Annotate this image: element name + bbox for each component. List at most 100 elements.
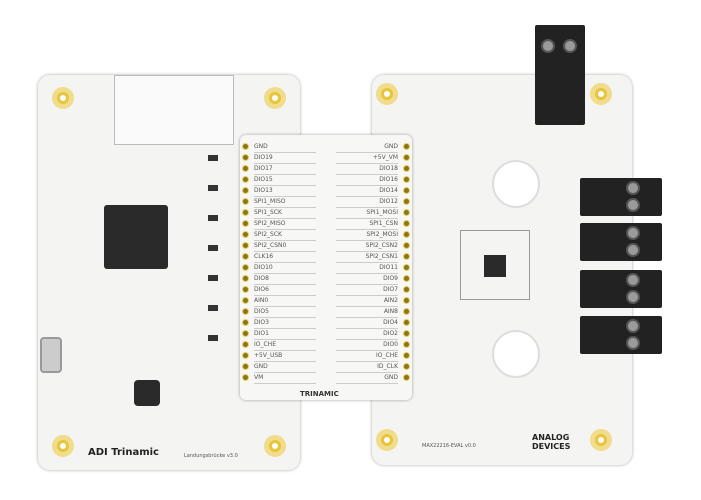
pin-label-right: SPI2_MOSI: [336, 229, 398, 241]
pin-pad: [403, 363, 410, 370]
inductor: [134, 380, 160, 406]
pin-pad: [242, 374, 249, 381]
pin-row: SPI1_SCK SPI1_MOSI: [240, 207, 412, 219]
pin-pad: [242, 165, 249, 172]
right-board: ANALOG DEVICES MAX22216-EVAL v0.0: [372, 75, 632, 465]
output-terminal: [580, 223, 662, 261]
pin-label-left: DIO13: [254, 185, 316, 197]
pin-label-right: +5V_VM: [336, 152, 398, 164]
pin-pad: [242, 242, 249, 249]
pin-pad: [403, 319, 410, 326]
pin-label-left: SPI2_SCK: [254, 229, 316, 241]
analog-devices-logo: ANALOG DEVICES: [532, 433, 571, 451]
pin-row: SPI2_SCK SPI2_MOSI: [240, 229, 412, 241]
pin-label-left: SPI1_MISO: [254, 196, 316, 208]
pin-label-left: DIO6: [254, 284, 316, 296]
pin-pad: [242, 319, 249, 326]
pin-pad: [242, 154, 249, 161]
board-silk-label: MAX22216-EVAL v0.0: [422, 443, 476, 449]
pin-label-right: AIN8: [336, 306, 398, 318]
pin-row: SPI2_MISO SPI1_CSN: [240, 218, 412, 230]
pin-pad: [242, 143, 249, 150]
pin-pad: [242, 187, 249, 194]
pin-label-right: DIO0: [336, 339, 398, 351]
pin-row: DIO5 AIN8: [240, 306, 412, 318]
pin-label-right: IO_CHE: [336, 350, 398, 362]
pin-row: DIO19 +5V_VM: [240, 152, 412, 164]
pin-pad: [242, 352, 249, 359]
pin-label-left: GND: [254, 141, 316, 153]
pin-pad: [403, 330, 410, 337]
pin-pad: [403, 308, 410, 315]
pin-pad: [403, 275, 410, 282]
pin-pad: [242, 341, 249, 348]
output-terminal: [580, 178, 662, 216]
pin-label-left: VM: [254, 372, 316, 384]
pin-label-right: SPI2_CSN1: [336, 251, 398, 263]
pin-pad: [403, 341, 410, 348]
pin-row: GND ID_CLK: [240, 361, 412, 373]
pin-label-left: GND: [254, 361, 316, 373]
pin-label-right: DIO7: [336, 284, 398, 296]
pin-pad: [242, 275, 249, 282]
pin-label-left: DIO1: [254, 328, 316, 340]
pin-label-right: SPI1_MOSI: [336, 207, 398, 219]
pin-label-right: GND: [336, 372, 398, 384]
pin-pad: [403, 352, 410, 359]
pin-pad: [403, 165, 410, 172]
pin-label-right: DIO4: [336, 317, 398, 329]
pin-pad: [403, 187, 410, 194]
pin-label-left: IO_CHE: [254, 339, 316, 351]
pin-label-left: DIO17: [254, 163, 316, 175]
pin-label-right: ID_CLK: [336, 361, 398, 373]
pin-pad: [242, 231, 249, 238]
pin-pad: [242, 264, 249, 271]
board-silk-label: Landungsbrücke v3.0: [184, 453, 238, 459]
pin-label-right: DIO12: [336, 196, 398, 208]
pin-label-right: DIO2: [336, 328, 398, 340]
pin-pad: [242, 198, 249, 205]
pin-label-left: DIO5: [254, 306, 316, 318]
pin-row: DIO3 DIO4: [240, 317, 412, 329]
pin-pad: [403, 242, 410, 249]
pin-label-left: DIO10: [254, 262, 316, 274]
pin-pad: [242, 330, 249, 337]
pin-pad: [242, 220, 249, 227]
pin-pad: [403, 198, 410, 205]
capacitor: [492, 330, 540, 378]
pin-pad: [242, 176, 249, 183]
pin-label-left: DIO3: [254, 317, 316, 329]
pin-label-left: AIN0: [254, 295, 316, 307]
pin-label-right: SPI2_CSN2: [336, 240, 398, 252]
pin-label-left: DIO19: [254, 152, 316, 164]
pin-row: DIO1 DIO2: [240, 328, 412, 340]
pin-row: IO_CHE DIO0: [240, 339, 412, 351]
pin-label-left: SPI1_SCK: [254, 207, 316, 219]
pin-label-right: SPI1_CSN: [336, 218, 398, 230]
pin-label-left: DIO15: [254, 174, 316, 186]
pin-pad: [403, 154, 410, 161]
pin-label-left: SPI2_MISO: [254, 218, 316, 230]
pin-label-right: DIO9: [336, 273, 398, 285]
usb-c-connector: [40, 337, 62, 373]
pin-pad: [403, 297, 410, 304]
pin-pad: [403, 374, 410, 381]
pin-pad: [242, 286, 249, 293]
output-terminal: [580, 316, 662, 354]
pin-row: SPI1_MISO DIO12: [240, 196, 412, 208]
pin-pad: [403, 143, 410, 150]
capacitor: [492, 160, 540, 208]
trinamic-logo: TRINAMIC: [300, 390, 339, 398]
output-terminal: [580, 270, 662, 308]
pin-pad: [403, 231, 410, 238]
wifi-module: [114, 75, 234, 145]
pin-pad: [403, 209, 410, 216]
microcontroller-chip: [104, 205, 168, 269]
pin-pad: [242, 297, 249, 304]
